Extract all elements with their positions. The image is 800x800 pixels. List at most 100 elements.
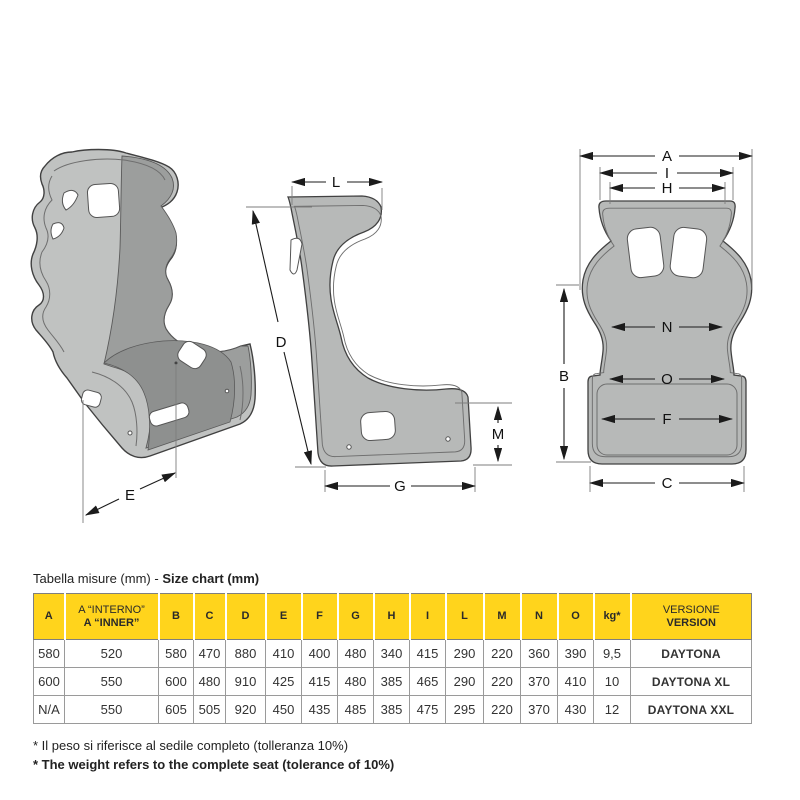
dim-d: D [246, 206, 326, 468]
mount-hole [445, 436, 451, 442]
cell: 220 [483, 695, 521, 724]
cell: 520 [64, 639, 159, 668]
dim-i: I [598, 165, 735, 200]
dim-g: G [323, 467, 477, 495]
cell: 410 [557, 667, 594, 696]
cell: 470 [193, 639, 226, 668]
cell: 360 [520, 639, 558, 668]
mount-hole [127, 430, 133, 436]
belt-slot-right [177, 340, 207, 370]
seat-perspective-cushion [103, 340, 236, 451]
col-header-h: H [372, 593, 410, 640]
col-header-a-inner: A “INTERNO”A “INNER” [63, 593, 159, 640]
mount-hole [224, 388, 230, 394]
cell: 12 [593, 695, 631, 724]
size-diagram: E L D M G [30, 148, 754, 523]
belt-hole-right [669, 226, 708, 279]
dim-label-b: B [559, 368, 569, 385]
cell: 580 [158, 639, 194, 668]
mount-hole [346, 444, 352, 450]
base-slot [148, 402, 190, 427]
belt-hole-left [626, 226, 665, 279]
col-header-a: A [33, 593, 65, 640]
cell: 920 [225, 695, 266, 724]
cell: 880 [225, 639, 266, 668]
cell: 475 [409, 695, 446, 724]
dim-n: N [610, 319, 724, 336]
dim-label-n: N [662, 319, 673, 336]
cell: 425 [265, 667, 302, 696]
seat-front-rim [586, 207, 748, 458]
cell: 605 [158, 695, 194, 724]
seat-perspective-rim-left [39, 175, 65, 353]
seat-side-outline [286, 195, 472, 467]
dim-e: E [82, 361, 178, 523]
cell: 480 [193, 667, 226, 696]
cell: 400 [301, 639, 338, 668]
dim-label-o: O [661, 371, 673, 388]
belt-slot-left [80, 389, 102, 408]
col-header-b: B [157, 593, 194, 640]
cell: 600 [158, 667, 194, 696]
dim-f: F [600, 411, 734, 428]
seat-base-inner-rim [596, 383, 738, 456]
cell: N/A [33, 695, 65, 724]
dim-label-m: M [492, 426, 505, 443]
col-header-kg: kg* [592, 593, 631, 640]
size-table: A A “INTERNO”A “INNER” B C D E F G H I L… [33, 593, 752, 724]
seat-perspective-rim-top [53, 158, 166, 181]
cell: 390 [557, 639, 594, 668]
seat-front-outline [581, 200, 753, 465]
cell: 10 [593, 667, 631, 696]
cell: 295 [445, 695, 484, 724]
headrest-hole [86, 182, 121, 218]
cell: 485 [337, 695, 374, 724]
version-cell: DAYTONA XXL [630, 695, 752, 724]
cell: 550 [64, 695, 159, 724]
header-row: A A “INTERNO”A “INNER” B C D E F G H I L… [33, 593, 752, 640]
footnote-italian: * Il peso si riferisce al sedile complet… [33, 738, 349, 753]
size-table-section: Tabella misure (mm) - Size chart (mm) A … [33, 571, 752, 772]
cell: 415 [409, 639, 446, 668]
cell: 465 [409, 667, 446, 696]
dim-label-l: L [332, 174, 340, 191]
shoulder-slot-upper [61, 189, 79, 211]
dim-a: A [578, 148, 754, 290]
col-header-f: F [300, 593, 338, 640]
col-header-c: C [192, 593, 226, 640]
seat-perspective-rim-base [91, 365, 244, 447]
cell: 910 [225, 667, 266, 696]
shoulder-slot-lower [50, 222, 65, 240]
col-header-o: O [556, 593, 594, 640]
cell: 385 [373, 695, 410, 724]
dim-label-h: H [662, 180, 673, 197]
cell: 450 [265, 695, 302, 724]
cell: 600 [33, 667, 65, 696]
col-header-m: M [482, 593, 521, 640]
table-row-daytona-xxl: N/A 550 605 505 920 450 435 485 385 475 … [33, 695, 752, 724]
dim-label-c: C [662, 475, 673, 492]
col-header-g: G [336, 593, 374, 640]
col-header-n: N [519, 593, 558, 640]
seat-side-rim [293, 204, 466, 458]
cell: 290 [445, 667, 484, 696]
cell: 340 [373, 639, 410, 668]
dim-label-i: I [665, 165, 669, 182]
side-cushion-hole [360, 410, 396, 442]
col-header-l: L [444, 593, 484, 640]
col-header-d: D [224, 593, 266, 640]
col-header-i: I [408, 593, 446, 640]
cell: 370 [520, 695, 558, 724]
footnote-english: * The weight refers to the complete seat… [33, 757, 395, 772]
seat-side-view [286, 195, 472, 467]
table-title: Tabella misure (mm) - Size chart (mm) [33, 571, 260, 586]
cell: 480 [337, 667, 374, 696]
table-row-daytona: 580 520 580 470 880 410 400 480 340 415 … [33, 639, 752, 668]
dim-c: C [588, 466, 746, 492]
cell: 410 [265, 639, 302, 668]
version-cell: DAYTONA [630, 639, 752, 668]
col-header-e: E [264, 593, 302, 640]
dim-label-g: G [394, 478, 406, 495]
